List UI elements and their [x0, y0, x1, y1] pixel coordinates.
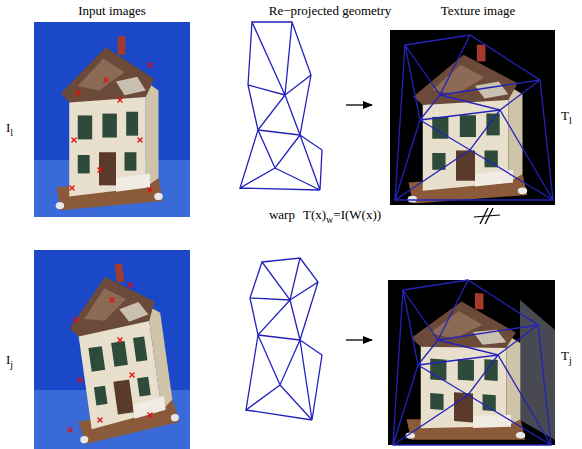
column-heading: Input images — [78, 3, 146, 18]
image-label-group: Tl — [561, 108, 572, 128]
column-heading-group: Re−projected geometry — [269, 3, 391, 18]
subscript-text: l — [10, 127, 13, 138]
subscript-text: j — [10, 359, 13, 370]
image-label: I — [6, 120, 10, 135]
column-heading-group: Texture image — [441, 3, 516, 18]
image-label-group: Tj — [561, 348, 572, 368]
warp-formula: T(x) — [303, 207, 326, 222]
image-label-group: Ij — [6, 352, 13, 372]
warp-formula-group: warp T(x)w=I(W(x)) — [269, 207, 381, 227]
image-label: T — [561, 348, 569, 363]
image-label: T — [561, 108, 569, 123]
column-heading: Re−projected geometry — [269, 3, 391, 18]
subscript-text: w — [326, 214, 333, 225]
column-heading-group: Input images — [78, 3, 146, 18]
image-label: I — [6, 352, 10, 367]
column-heading: Texture image — [441, 3, 516, 18]
warp-formula: =I(W(x)) — [333, 207, 381, 222]
subscript-text: j — [569, 355, 572, 366]
image-label-group: Il — [6, 120, 13, 140]
warp-formula: warp — [269, 207, 295, 222]
subscript-text: l — [569, 115, 572, 126]
